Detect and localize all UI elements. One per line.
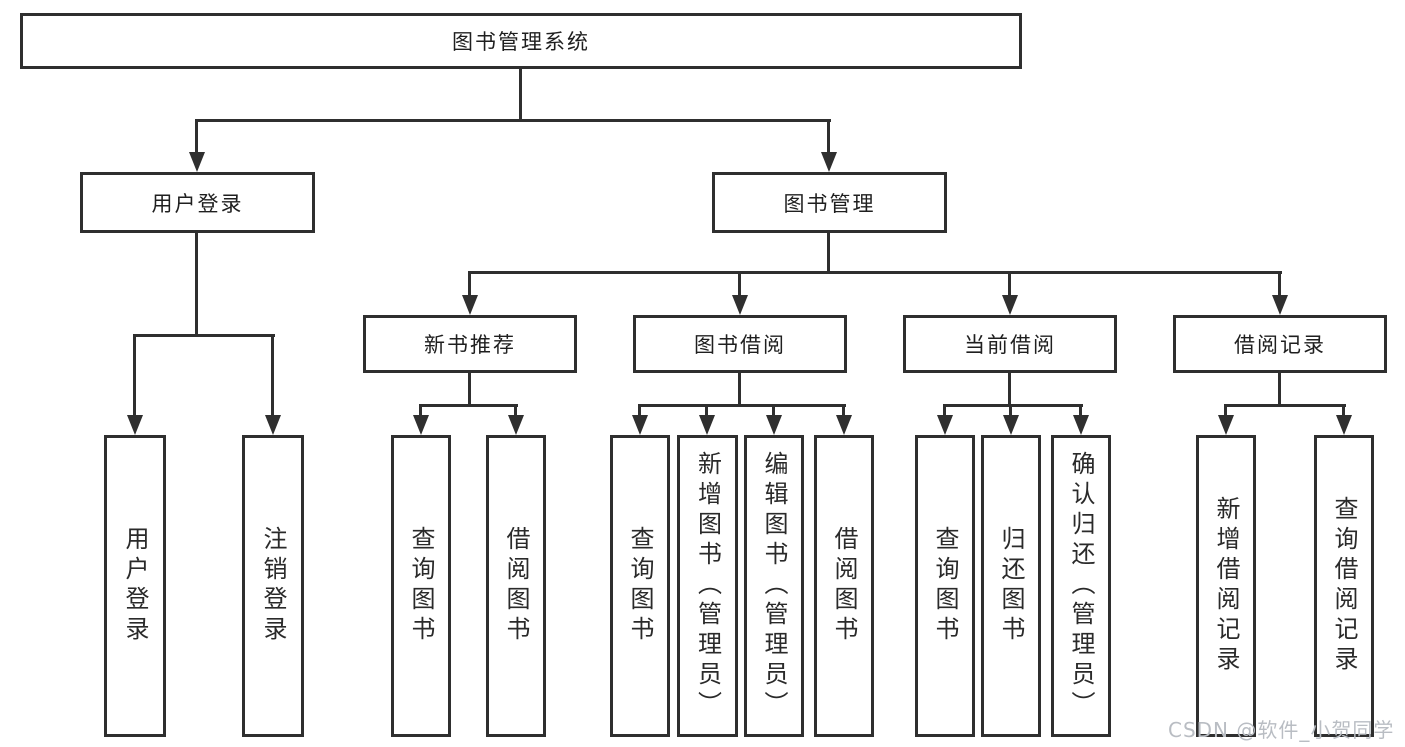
leaf-confirm-return-admin: 确认归还（管理员）	[1051, 435, 1111, 737]
connector-root-stem	[519, 68, 522, 121]
leaf-add-book-admin: 新增图书（管理员）	[677, 435, 738, 737]
connector-userlogin-rail	[133, 334, 275, 337]
leaf-label: 借阅图书	[502, 526, 530, 646]
connector-bookmgmt-drop-4	[1278, 272, 1281, 298]
leaf-add-borrow-record: 新增借阅记录	[1196, 435, 1256, 737]
leaf-query-borrow-record: 查询借阅记录	[1314, 435, 1374, 737]
node-book-management: 图书管理	[712, 172, 947, 233]
leaf-label: 注销登录	[259, 526, 287, 646]
connector-root-rail	[195, 119, 831, 122]
csdn-watermark: CSDN @软件_小贺同学	[1168, 718, 1395, 742]
leaf-label: 新增图书（管理员）	[693, 451, 722, 721]
connector-root-drop-left	[195, 120, 198, 156]
arrowhead-icon	[732, 295, 748, 315]
leaf-query-books-3: 查询图书	[915, 435, 975, 737]
connector-borrow-drop-2	[705, 405, 708, 417]
arrowhead-icon	[699, 415, 715, 435]
node-label: 新书推荐	[424, 333, 516, 357]
leaf-borrow-books-1: 借阅图书	[486, 435, 546, 737]
leaf-return-book: 归还图书	[981, 435, 1041, 737]
leaf-label: 用户登录	[121, 526, 149, 646]
arrowhead-icon	[1336, 415, 1352, 435]
arrowhead-icon	[632, 415, 648, 435]
leaf-query-books-2: 查询图书	[610, 435, 670, 737]
connector-borrow-drop-1	[638, 405, 641, 417]
arrowhead-icon	[821, 152, 837, 172]
connector-root-drop-right	[827, 120, 830, 156]
connector-newbook-stem	[468, 373, 471, 407]
node-label: 图书管理	[783, 191, 876, 216]
arrowhead-icon	[265, 415, 281, 435]
connector-current-drop-3	[1079, 405, 1082, 417]
connector-newbook-drop-2	[514, 405, 517, 417]
leaf-label: 借阅图书	[830, 526, 858, 646]
leaf-label: 查询图书	[407, 526, 435, 646]
connector-current-drop-1	[943, 405, 946, 417]
leaf-logout: 注销登录	[242, 435, 304, 737]
arrowhead-icon	[413, 415, 429, 435]
node-label: 图书借阅	[694, 333, 786, 357]
node-label: 当前借阅	[964, 333, 1056, 357]
leaf-edit-book-admin: 编辑图书（管理员）	[744, 435, 804, 737]
arrowhead-icon	[189, 152, 205, 172]
connector-bookmgmt-stem	[827, 233, 830, 274]
leaf-query-books-1: 查询图书	[391, 435, 451, 737]
connector-records-rail	[1224, 404, 1346, 407]
connector-records-stem	[1278, 373, 1281, 407]
leaf-label: 查询图书	[931, 526, 959, 646]
arrowhead-icon	[1272, 295, 1288, 315]
node-book-borrow: 图书借阅	[633, 315, 847, 373]
node-label: 借阅记录	[1234, 333, 1326, 357]
node-borrow-records: 借阅记录	[1173, 315, 1387, 373]
connector-borrow-drop-3	[772, 405, 775, 417]
connector-bookmgmt-drop-1	[468, 272, 471, 298]
arrowhead-icon	[127, 415, 143, 435]
arrowhead-icon	[462, 295, 478, 315]
node-new-book-recommend: 新书推荐	[363, 315, 577, 373]
leaf-label: 新增借阅记录	[1212, 496, 1240, 676]
connector-userlogin-drop-1	[133, 335, 136, 417]
connector-newbook-drop-1	[419, 405, 422, 417]
node-current-borrow: 当前借阅	[903, 315, 1117, 373]
node-user-login-branch: 用户登录	[80, 172, 315, 233]
arrowhead-icon	[766, 415, 782, 435]
arrowhead-icon	[1218, 415, 1234, 435]
leaf-label: 编辑图书（管理员）	[760, 451, 788, 721]
connector-borrow-rail	[638, 404, 846, 407]
arrowhead-icon	[1002, 295, 1018, 315]
leaf-user-login: 用户登录	[104, 435, 166, 737]
connector-bookmgmt-drop-2	[738, 272, 741, 298]
leaf-label: 查询图书	[626, 526, 654, 646]
arrowhead-icon	[836, 415, 852, 435]
connector-userlogin-stem	[195, 233, 198, 337]
leaf-label: 查询借阅记录	[1330, 496, 1358, 676]
arrowhead-icon	[508, 415, 524, 435]
connector-records-drop-1	[1224, 405, 1227, 417]
connector-borrow-drop-4	[842, 405, 845, 417]
connector-borrow-stem	[738, 373, 741, 407]
leaf-borrow-books-2: 借阅图书	[814, 435, 874, 737]
connector-current-stem	[1008, 373, 1011, 407]
node-label: 用户登录	[151, 191, 244, 216]
arrowhead-icon	[1073, 415, 1089, 435]
connector-newbook-rail	[419, 404, 518, 407]
connector-userlogin-drop-2	[271, 335, 274, 417]
connector-bookmgmt-rail	[468, 271, 1282, 274]
connector-bookmgmt-drop-3	[1008, 272, 1011, 298]
connector-current-rail	[943, 404, 1083, 407]
arrowhead-icon	[937, 415, 953, 435]
leaf-label: 归还图书	[997, 526, 1025, 646]
node-root: 图书管理系统	[20, 13, 1022, 69]
node-root-label: 图书管理系统	[452, 30, 590, 54]
arrowhead-icon	[1003, 415, 1019, 435]
connector-records-drop-2	[1342, 405, 1345, 417]
leaf-label: 确认归还（管理员）	[1067, 451, 1095, 721]
connector-current-drop-2	[1009, 405, 1012, 417]
